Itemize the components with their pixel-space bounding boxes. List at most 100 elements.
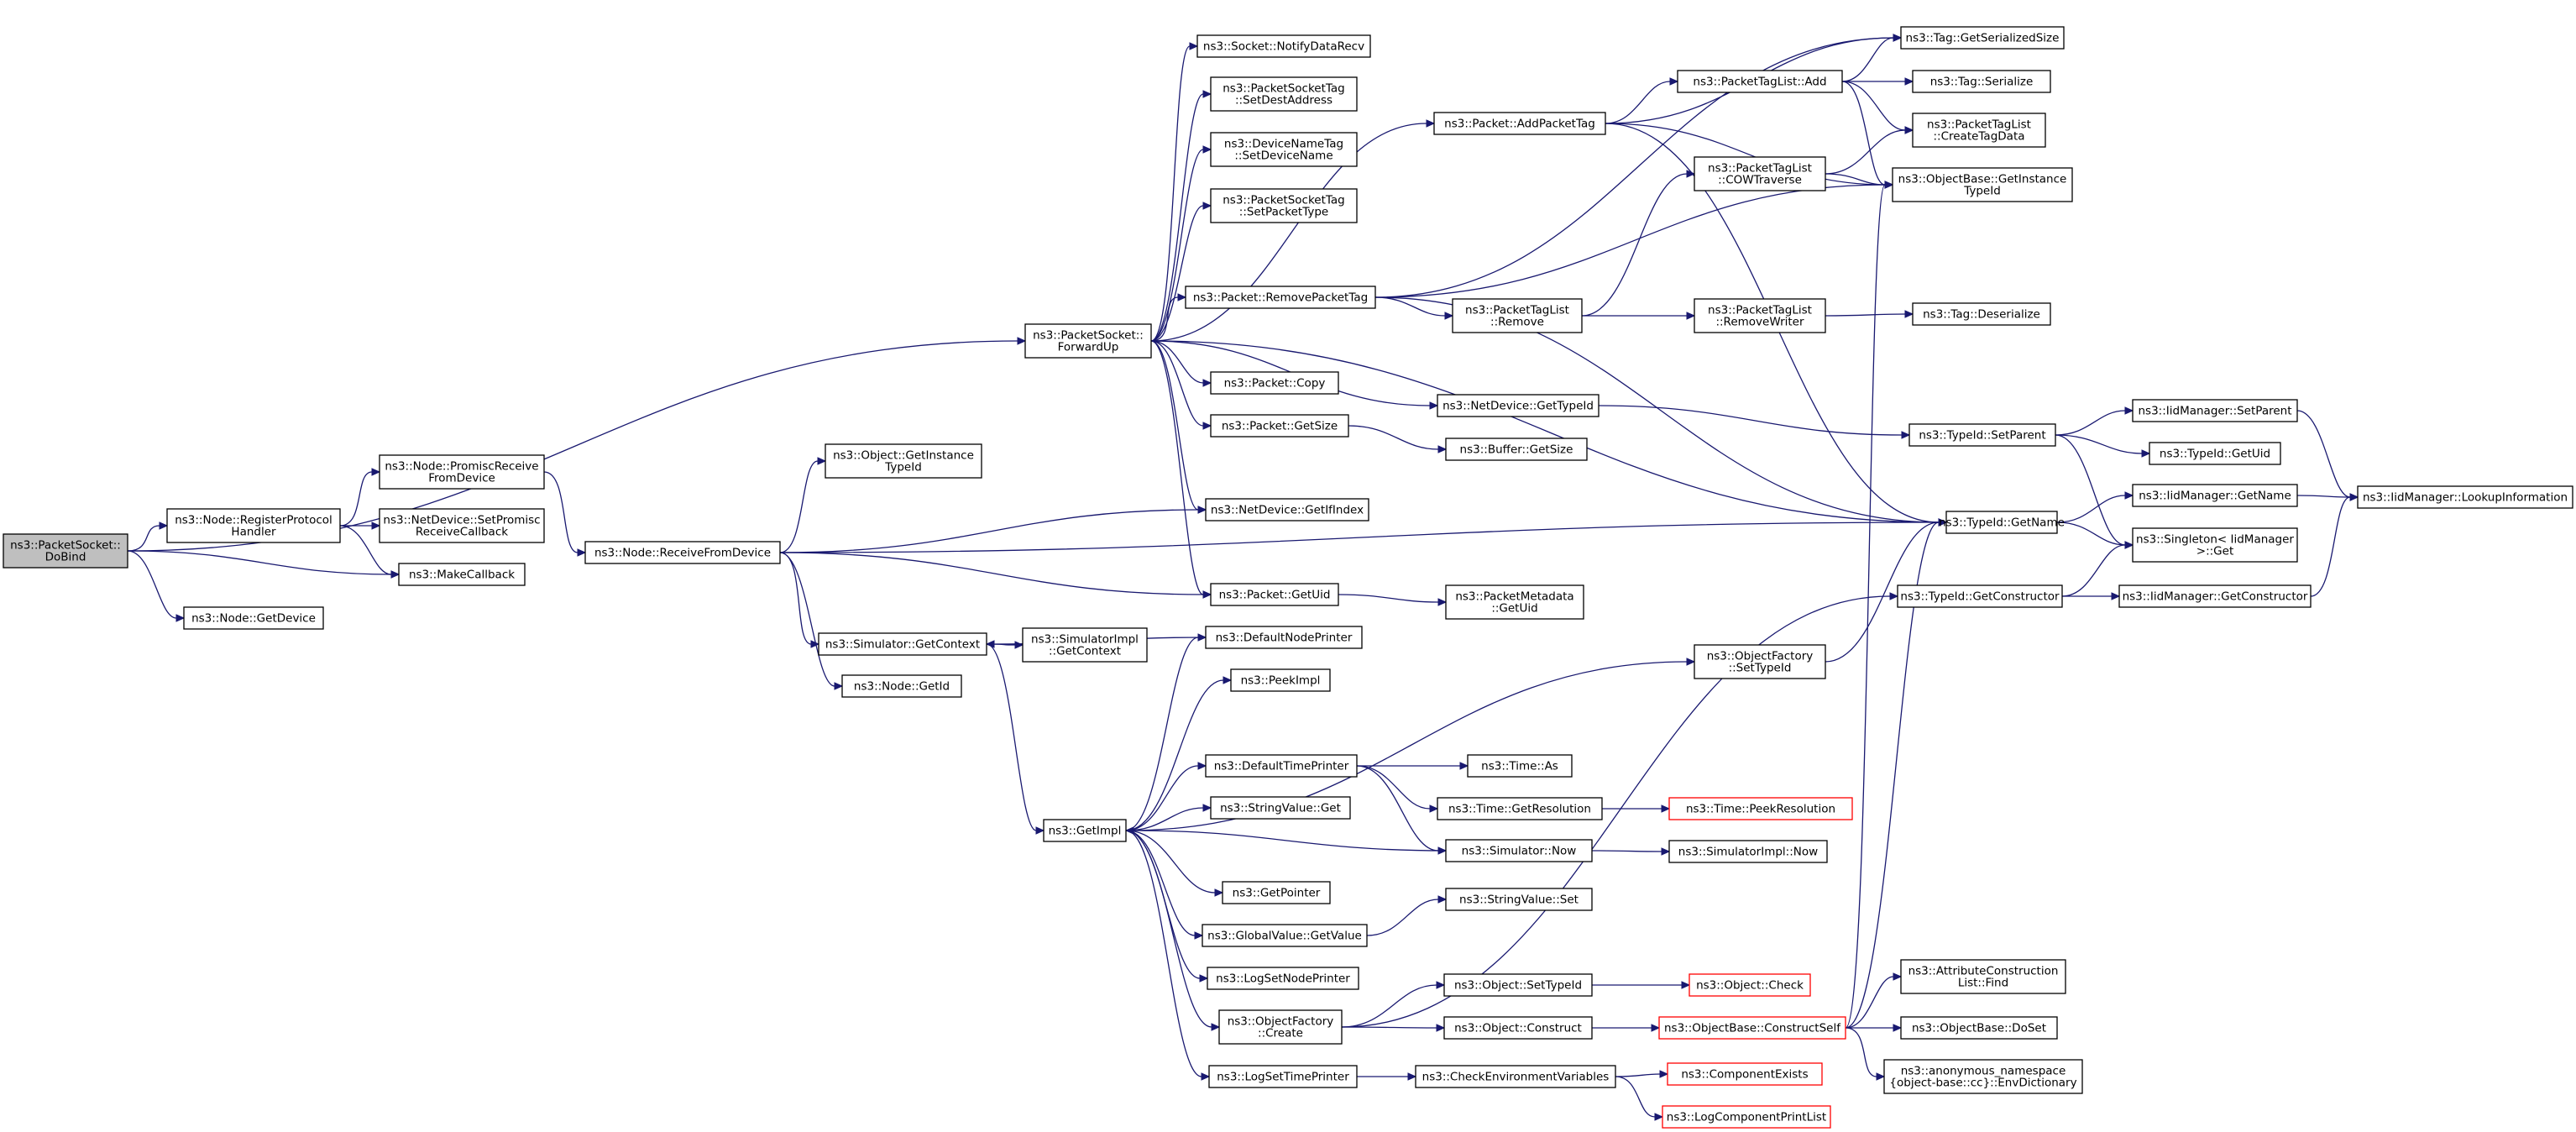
- edge-get-impl-to-log-set-time-printer: [1125, 830, 1202, 1077]
- edge-arrowhead: [1202, 379, 1212, 387]
- edge-arrowhead: [577, 548, 587, 557]
- edge-arrowhead: [1223, 676, 1233, 684]
- node-set-packet-type[interactable]: ns3::PacketSocketTag::SetPacketType: [1210, 188, 1358, 223]
- node-object-set-type-id[interactable]: ns3::Object::SetTypeId: [1443, 973, 1593, 997]
- node-default-time-printer[interactable]: ns3::DefaultTimePrinter: [1205, 754, 1358, 778]
- node-sim-impl-now[interactable]: ns3::SimulatorImpl::Now: [1668, 840, 1828, 863]
- edge-arrowhead: [371, 468, 381, 476]
- node-time-get-resolution[interactable]: ns3::Time::GetResolution: [1437, 797, 1603, 820]
- node-time-as[interactable]: ns3::Time::As: [1467, 754, 1573, 778]
- node-forward-up[interactable]: ns3::PacketSocket::ForwardUp: [1024, 323, 1152, 359]
- node-tag-deserialize[interactable]: ns3::Tag::Deserialize: [1912, 302, 2051, 326]
- node-box: [2132, 527, 2298, 563]
- node-node-get-id[interactable]: ns3::Node::GetId: [841, 674, 962, 698]
- node-set-dest-address[interactable]: ns3::PacketSocketTag::SetDestAddress: [1210, 76, 1358, 112]
- node-tag-serialize[interactable]: ns3::Tag::Serialize: [1912, 70, 2051, 93]
- edge-type-id-set-parent-to-iid-set-parent: [2055, 410, 2126, 436]
- node-type-id-get-name[interactable]: ns3::TypeId::GetName: [1939, 511, 2065, 534]
- node-ofset-type-id[interactable]: ns3::ObjectFactory::SetTypeId: [1694, 644, 1826, 679]
- node-ptladd[interactable]: ns3::PacketTagList::Add: [1677, 70, 1843, 93]
- node-string-value-set[interactable]: ns3::StringValue::Set: [1445, 888, 1593, 911]
- node-set-promisc-receive-callback[interactable]: ns3::NetDevice::SetPromiscReceiveCallbac…: [379, 508, 545, 543]
- node-iid-lookup-information[interactable]: ns3::IidManager::LookupInformation: [2357, 485, 2573, 509]
- edge-forward-up-to-add-packet-tag: [1150, 123, 1427, 342]
- node-label: ns3::Time::GetResolution: [1448, 803, 1591, 816]
- node-packet-copy[interactable]: ns3::Packet::Copy: [1210, 371, 1339, 395]
- node-label: ns3::Packet::AddPacketTag: [1444, 118, 1595, 131]
- node-make-callback[interactable]: ns3::MakeCallback: [398, 563, 526, 586]
- edge-arrowhead: [1938, 518, 1948, 527]
- node-label: ns3::DefaultNodePrinter: [1216, 632, 1353, 645]
- node-type-id-get-uid[interactable]: ns3::TypeId::GetUid: [2149, 442, 2281, 465]
- node-sim-impl-get-context[interactable]: ns3::SimulatorImpl::GetContext: [1022, 627, 1148, 663]
- node-packet-get-uid[interactable]: ns3::Packet::GetUid: [1210, 583, 1339, 606]
- node-iid-get-constructor[interactable]: ns3::IidManager::GetConstructor: [2118, 584, 2312, 608]
- node-get-if-index[interactable]: ns3::NetDevice::GetIfIndex: [1205, 498, 1369, 521]
- node-component-exists[interactable]: ns3::ComponentExists: [1667, 1062, 1823, 1086]
- node-remove-packet-tag[interactable]: ns3::Packet::RemovePacketTag: [1185, 286, 1376, 309]
- node-type-id-set-parent[interactable]: ns3::TypeId::SetParent: [1908, 423, 2056, 447]
- node-add-packet-tag[interactable]: ns3::Packet::AddPacketTag: [1433, 112, 1606, 135]
- node-box: [1445, 888, 1593, 911]
- node-ptlcowtraverse[interactable]: ns3::PacketTagList::COWTraverse: [1694, 156, 1826, 191]
- node-tag-get-serialized-size[interactable]: ns3::Tag::GetSerializedSize: [1900, 26, 2065, 50]
- node-box: [1694, 644, 1826, 679]
- node-obj-base-do-set[interactable]: ns3::ObjectBase::DoSet: [1900, 1016, 2058, 1040]
- node-singleton-get[interactable]: ns3::Singleton< IidManager>::Get: [2132, 527, 2298, 563]
- node-get-pointer[interactable]: ns3::GetPointer: [1222, 881, 1331, 904]
- node-ptlremove-writer[interactable]: ns3::PacketTagList::RemoveWriter: [1694, 298, 1826, 333]
- node-label: ns3::NetDevice::SetPromisc: [383, 514, 540, 527]
- node-global-value-get-value[interactable]: ns3::GlobalValue::GetValue: [1202, 924, 1368, 947]
- node-packet-metadata-get-uid[interactable]: ns3::PacketMetadata::GetUid: [1445, 584, 1584, 620]
- edge-object-factory-create-to-object-set-type-id: [1341, 984, 1437, 1028]
- node-check-env-vars[interactable]: ns3::CheckEnvironmentVariables: [1415, 1065, 1616, 1088]
- node-ptlcreate-tag-data[interactable]: ns3::PacketTagList::CreateTagData: [1912, 113, 2046, 148]
- node-set-device-name[interactable]: ns3::DeviceNameTag::SetDeviceName: [1210, 132, 1358, 167]
- edge-default-time-printer-to-time-get-resolution: [1356, 765, 1431, 810]
- node-ptlremove[interactable]: ns3::PacketTagList::Remove: [1452, 298, 1583, 333]
- node-object-check[interactable]: ns3::Object::Check: [1689, 973, 1811, 997]
- edge-check-env-vars-to-component-exists: [1615, 1073, 1661, 1077]
- node-notify-data-recv[interactable]: ns3::Socket::NotifyDataRecv: [1196, 34, 1371, 58]
- node-get-impl[interactable]: ns3::GetImpl: [1043, 819, 1127, 842]
- node-object-construct[interactable]: ns3::Object::Construct: [1443, 1016, 1593, 1040]
- node-time-peek-resolution[interactable]: ns3::Time::PeekResolution: [1668, 797, 1853, 820]
- node-box: [1668, 840, 1828, 863]
- node-peek-impl[interactable]: ns3::PeekImpl: [1230, 668, 1331, 692]
- node-box: [398, 563, 526, 586]
- node-packet-get-size[interactable]: ns3::Packet::GetSize: [1210, 414, 1349, 438]
- node-log-component-print-list[interactable]: ns3::LogComponentPrintList: [1662, 1105, 1831, 1129]
- node-construct-self[interactable]: ns3::ObjectBase::ConstructSelf: [1658, 1016, 1846, 1040]
- node-receive-from-device[interactable]: ns3::Node::ReceiveFromDevice: [584, 541, 781, 564]
- node-box: [1205, 626, 1363, 649]
- node-object-factory-create[interactable]: ns3::ObjectFactory::Create: [1218, 1009, 1343, 1045]
- node-box: [1210, 132, 1358, 167]
- node-iid-get-name[interactable]: ns3::IidManager::GetName: [2132, 484, 2298, 507]
- node-iid-set-parent[interactable]: ns3::IidManager::SetParent: [2132, 399, 2298, 422]
- node-log-set-time-printer[interactable]: ns3::LogSetTimePrinter: [1208, 1065, 1358, 1088]
- node-label: List::Find: [1958, 977, 2008, 990]
- node-label: ns3::GlobalValue::GetValue: [1207, 930, 1362, 943]
- node-sim-get-context[interactable]: ns3::Simulator::GetContext: [818, 632, 987, 656]
- node-do-bind[interactable]: ns3::PacketSocket::DoBind: [3, 533, 128, 569]
- node-string-value-get[interactable]: ns3::StringValue::Get: [1210, 796, 1351, 820]
- node-get-device[interactable]: ns3::Node::GetDevice: [183, 606, 324, 630]
- node-env-dictionary[interactable]: ns3::anonymous_namespace{object-base::cc…: [1883, 1059, 2083, 1094]
- node-box: [2357, 485, 2573, 509]
- node-type-id-get-constructor[interactable]: ns3::TypeId::GetConstructor: [1897, 584, 2063, 608]
- node-label: ns3::Object::Construct: [1454, 1022, 1582, 1035]
- edge-simulator-now-to-sim-impl-now: [1591, 850, 1662, 852]
- node-log-set-node-printer[interactable]: ns3::LogSetNodePrinter: [1207, 967, 1359, 990]
- node-net-dev-get-type-id[interactable]: ns3::NetDevice::GetTypeId: [1437, 394, 1600, 417]
- node-simulator-now[interactable]: ns3::Simulator::Now: [1445, 839, 1593, 862]
- node-label: ::SetDeviceName: [1234, 149, 1333, 163]
- node-buffer-get-size[interactable]: ns3::Buffer::GetSize: [1445, 438, 1588, 461]
- node-label: ::CreateTagData: [1933, 130, 2024, 144]
- node-default-node-printer[interactable]: ns3::DefaultNodePrinter: [1205, 626, 1363, 649]
- node-box: [1230, 668, 1331, 692]
